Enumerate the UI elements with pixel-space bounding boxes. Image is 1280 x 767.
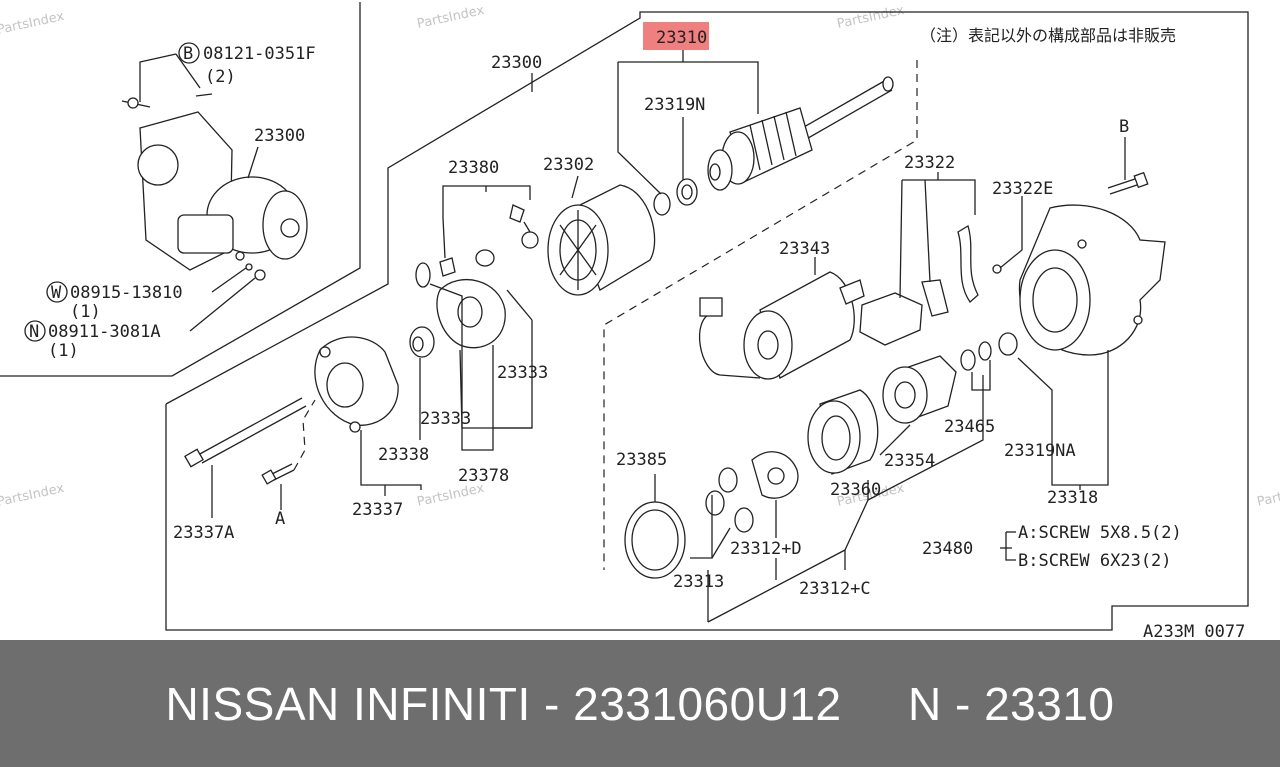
leader-lines	[211, 50, 1126, 623]
inset-starter-part-number: 23300	[254, 126, 305, 146]
planet-gear-3	[734, 507, 754, 533]
washer-circle-marker	[46, 281, 68, 303]
watermark: PartsIndex	[1256, 481, 1280, 510]
inset-nut-qty: (1)	[48, 341, 79, 361]
caption-bar: NISSAN INFINITI - 2331060U12 N - 23310	[0, 640, 1280, 767]
callout-23343: 23343	[779, 239, 830, 259]
brush-plate-hole	[457, 296, 483, 328]
pinion-drawing	[882, 355, 957, 424]
brush-drawing	[859, 292, 923, 346]
nut-circle-letter: N	[29, 322, 39, 342]
washer-23465-a	[978, 341, 992, 361]
nut-circle-marker	[24, 320, 46, 342]
screw-a-drawing	[261, 463, 295, 485]
internal-gear-drawing	[807, 389, 879, 475]
callout-23322E: 23322E	[992, 179, 1053, 199]
callout-23480: 23480	[922, 539, 973, 559]
callout-23333-right: 23333	[497, 363, 548, 383]
callout-23378: 23378	[458, 466, 509, 486]
brush-holder-drawing	[439, 204, 539, 277]
callout-23300: 23300	[491, 53, 542, 73]
screw-a-spec: A:SCREW 5X8.5(2)	[1018, 523, 1182, 543]
callout-23318: 23318	[1047, 488, 1098, 508]
leader	[211, 267, 247, 293]
seal-ring-inner	[631, 509, 679, 571]
bearing-23319N-inner	[681, 184, 693, 200]
planet-gear-2	[705, 490, 725, 516]
rear-cover-drawing	[314, 336, 399, 433]
assembly-boundary	[603, 60, 918, 570]
inset-washer-qty: (1)	[70, 302, 101, 322]
armature-drawing	[707, 76, 894, 191]
callout-23312-d: 23312+D	[730, 539, 802, 559]
plate-drawing	[921, 279, 949, 317]
bushing-inner	[412, 336, 424, 352]
starter-parts-diagram: PartsIndex PartsIndex PartsIndex PartsIn…	[0, 2, 1280, 640]
callout-23319NA: 23319NA	[1004, 441, 1076, 461]
leader	[189, 277, 256, 332]
callout-23360: 23360	[830, 480, 881, 500]
callout-23354: 23354	[884, 451, 935, 471]
screw-b-spec: B:SCREW 6X23(2)	[1018, 551, 1172, 571]
callout-23465: 23465	[944, 417, 995, 437]
callout-23337: 23337	[352, 500, 403, 520]
part-number-caption: NISSAN INFINITI - 2331060U12 N - 23310	[165, 677, 1115, 730]
shaft-hub	[767, 467, 785, 485]
callout-23312-c: 23312+C	[799, 579, 871, 599]
yoke-drawing	[547, 184, 656, 296]
screw-b-drawing	[1107, 171, 1149, 195]
bolt-circle-letter: B	[183, 44, 193, 64]
planet-gear-1	[718, 467, 738, 493]
callout-a: A	[275, 509, 285, 529]
inset-starter-drawing	[121, 93, 308, 281]
watermark: PartsIndex	[836, 3, 906, 32]
washer-23465-b	[960, 349, 976, 371]
note-not-sold-separately: （注）表記以外の構成部品は非販売	[920, 26, 1176, 45]
leader	[139, 53, 177, 102]
callout-23380: 23380	[448, 158, 499, 178]
inset-bolt-qty: (2)	[205, 67, 236, 87]
watermark: PartsIndex	[416, 3, 486, 32]
washer-drawing	[475, 249, 495, 267]
inset-washer-part-number: 08915-13810	[70, 283, 183, 303]
inset-bolt-part-number: 08121-0351F	[203, 44, 316, 64]
small-ring-23322E	[992, 264, 1002, 274]
main-frame	[165, 11, 1249, 631]
solenoid-drawing	[698, 271, 865, 380]
clip-drawing	[957, 225, 979, 303]
watermark: PartsIndex	[0, 9, 66, 38]
front-housing-drawing	[1018, 204, 1166, 356]
drawing-code: A233M 0077	[1143, 622, 1245, 640]
washer-circle-letter: W	[51, 283, 62, 303]
callout-23322: 23322	[904, 153, 955, 173]
leader	[247, 146, 259, 179]
callout-23385: 23385	[616, 450, 667, 470]
watermark: PartsIndex	[0, 481, 66, 510]
leader	[175, 53, 201, 89]
ring-drawing	[653, 192, 671, 216]
callout-23337A: 23337A	[173, 523, 234, 543]
inset-frame	[0, 2, 361, 377]
through-bolt-drawing	[184, 397, 307, 468]
callout-23319N: 23319N	[644, 95, 705, 115]
callout-23333-left: 23333	[420, 409, 471, 429]
spring-drawing	[415, 262, 431, 288]
callout-23310: 23310	[656, 28, 707, 48]
bushing-23319NA-drawing	[998, 332, 1018, 356]
bolt-circle-marker	[178, 42, 200, 64]
callout-23338: 23338	[378, 445, 429, 465]
callout-b: B	[1119, 117, 1129, 137]
callout-23313: 23313	[673, 572, 724, 592]
inset-nut-part-number: 08911-3081A	[48, 322, 161, 342]
selected-part-highlight	[643, 22, 709, 50]
callout-23302: 23302	[543, 155, 594, 175]
